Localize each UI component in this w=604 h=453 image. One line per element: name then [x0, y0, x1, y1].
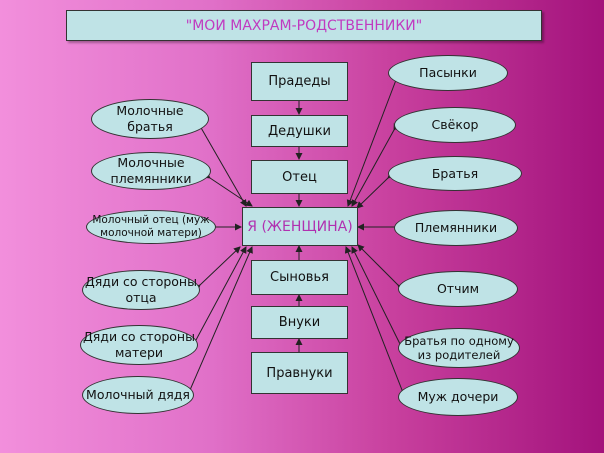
- node-sons: Сыновья: [251, 260, 348, 295]
- node-grandfathers: Дедушки: [251, 115, 348, 147]
- node-great-grandfathers: Прадеды: [251, 62, 348, 101]
- node-paternal-uncles: Дяди со стороны отца: [82, 270, 200, 310]
- node-brothers: Братья: [388, 156, 522, 191]
- node-milk-nephews: Молочные племянники: [91, 152, 211, 190]
- node-milk-father: Молочный отец (муж молочной матери): [86, 210, 216, 244]
- node-stepsons: Пасынки: [388, 55, 508, 91]
- node-half-brothers: Братья по одному из родителей: [398, 328, 520, 368]
- node-father: Отец: [251, 160, 348, 194]
- node-father-in-law: Свёкор: [394, 107, 516, 143]
- node-grandsons: Внуки: [251, 306, 348, 339]
- node-stepfather: Отчим: [398, 271, 518, 307]
- node-daughters-husband: Муж дочери: [398, 378, 518, 416]
- node-great-grandsons: Правнуки: [251, 352, 348, 394]
- node-me-woman: Я (ЖЕНЩИНА): [242, 207, 358, 246]
- node-maternal-uncles: Дяди со стороны матери: [80, 325, 198, 365]
- node-nephews: Племянники: [394, 210, 518, 246]
- diagram-title: "МОИ МАХРАМ-РОДСТВЕННИКИ": [66, 10, 542, 41]
- node-milk-uncle: Молочный дядя: [82, 376, 194, 414]
- node-milk-brothers: Молочные братья: [91, 99, 209, 139]
